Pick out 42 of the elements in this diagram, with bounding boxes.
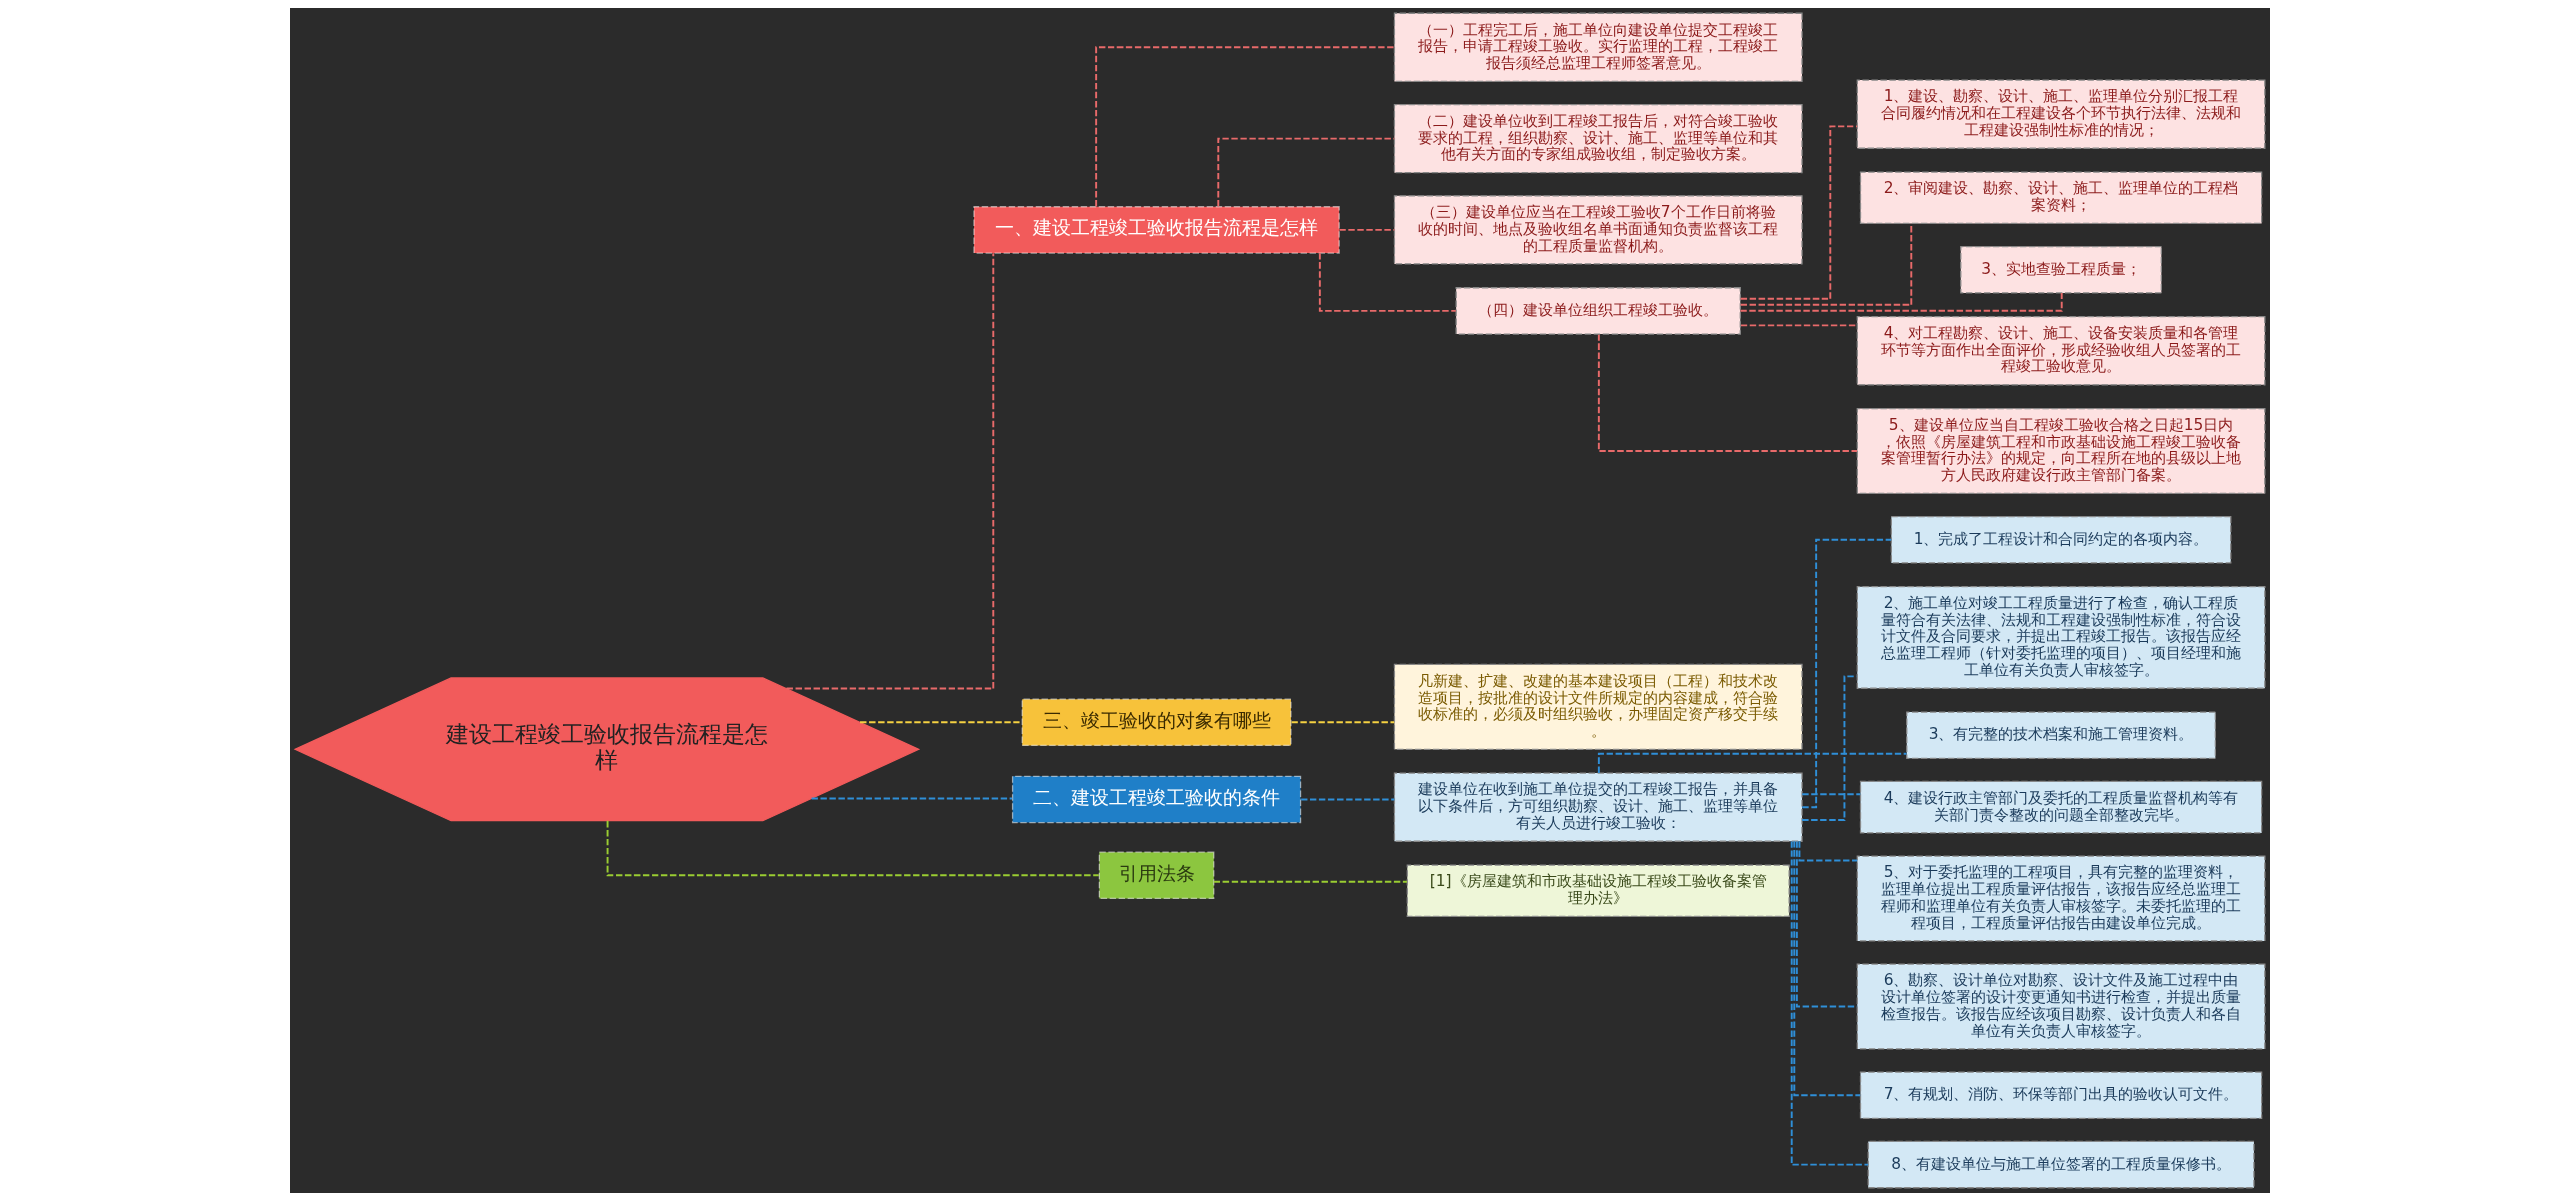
node-box: 7、有规划、消防、环保等部门出具的验收认可文件。: [1859, 1071, 2263, 1119]
connector: [1217, 137, 1396, 208]
node-box: （一）工程完工后，施工单位向建设单位提交工程竣工报告，申请工程竣工验收。实行监理的工程，工程竣工报告须经总监理工程师签署意见。: [1393, 12, 1803, 83]
connector: [1300, 798, 1396, 801]
node-box: 4、对工程勘察、设计、施工、设备安装质量和各管理环节等方面作出全面评价，形成经验收组人员签署的工程竣工验收意见。: [1856, 316, 2266, 386]
node-box: （二）建设单位收到工程竣工报告后，对符合竣工验收要求的工程，组织勘察、设计、施工、监理等单位和其他有关方面的专家组成验收组，制定验收方案。: [1393, 103, 1803, 174]
node-box: [1]《房屋建筑和市政基础设施工程竣工验收备案管理办法》: [1406, 864, 1790, 918]
node-box: 2、施工单位对竣工工程质量进行了检查，确认工程质量符合有关法律、法规和工程建设强制性标准，符合设计文件及合同要求，并提出工程竣工报告。该报告应经总监理工程师（针对委托监理的项目）、项目经理和施工单位有关负责人审核签字。: [1856, 586, 2266, 689]
connector: [1793, 840, 1862, 1097]
node-box: （三）建设单位应当在工程竣工验收7个工作日前将验收的时间、地点及验收组名单书面通知负责监督该工程的工程质量监督机构。: [1393, 195, 1803, 265]
node-box: 2、审阅建设、勘察、设计、施工、监理单位的工程档案资料；: [1859, 171, 2263, 225]
connector: [1338, 228, 1396, 231]
connector: [785, 252, 995, 690]
node-box: 4、建设行政主管部门及委托的工程质量监督机构等有关部门责令整改的问题全部整改完毕。: [1859, 780, 2263, 834]
connector: [606, 819, 1100, 877]
connector: [1318, 252, 1457, 312]
node-box: 凡新建、扩建、改建的基本建设项目（工程）和技术改造项目，按批准的设计文件所规定的内容建成，符合验收标准的，必须及时组织验收，办理固定资产移交手续。: [1393, 663, 1803, 750]
node-box: 3、有完整的技术档案和施工管理资料。: [1906, 711, 2216, 759]
connector: [1801, 675, 1858, 821]
node-box: 6、勘察、设计单位对勘察、设计文件及施工过程中由设计单位签署的设计变更通知书进行检查，并提出质量检查报告。该报告应经该项目勘察、设计负责人和各自单位有关负责人审核签字。: [1856, 963, 2266, 1050]
connector: [1597, 333, 1858, 452]
connector: [1798, 840, 1859, 862]
connector: [1790, 840, 1870, 1166]
node-box: 5、对于委托监理的工程项目，具有完整的监理资料，监理单位提出工程质量评估报告，该报告应经总监理工程师和监理单位有关负责人审核签字。未委托监理的工程项目，工程质量评估报告由建设单位完成。: [1856, 855, 2266, 942]
node-box: 二、建设工程竣工验收的条件: [1011, 775, 1302, 824]
node-box: 建设单位在收到施工单位提交的工程竣工报告，并具备以下条件后，方可组织勘察、设计、施工、监理等单位有关人员进行竣工验收：: [1393, 772, 1803, 842]
connector: [1095, 46, 1396, 208]
connector: [1212, 880, 1408, 883]
connector: [1801, 538, 1893, 809]
connector: [1290, 721, 1396, 724]
node-box: 引用法条: [1098, 851, 1215, 900]
node-box: 8、有建设单位与施工单位签署的工程质量保修书。: [1867, 1140, 2255, 1189]
node-box: 1、建设、勘察、设计、施工、监理单位分别汇报工程合同履约情况和在工程建设各个环节执行法律、法规和工程建设强制性标准的情况；: [1856, 79, 2266, 149]
connector: [810, 797, 1014, 800]
connector: [1795, 840, 1859, 1008]
node-box: 1、完成了工程设计和合同约定的各项内容。: [1890, 515, 2232, 564]
connector: [1801, 793, 1862, 796]
node-box: 一、建设工程竣工验收报告流程是怎样: [973, 206, 1340, 254]
node-box: 3、实地查验工程质量；: [1960, 245, 2162, 294]
node-box: 三、竣工验收的对象有哪些: [1021, 698, 1292, 747]
node-box: 5、建设单位应当自工程竣工验收合格之日起15日内，依照《房屋建筑工程和市政基础设施工程竣工验收备案管理暂行办法》的规定，向工程所在地的县级以上地方人民政府建设行政主管部门备案。: [1856, 407, 2266, 495]
node-box: （四）建设单位组织工程竣工验收。: [1455, 287, 1741, 335]
